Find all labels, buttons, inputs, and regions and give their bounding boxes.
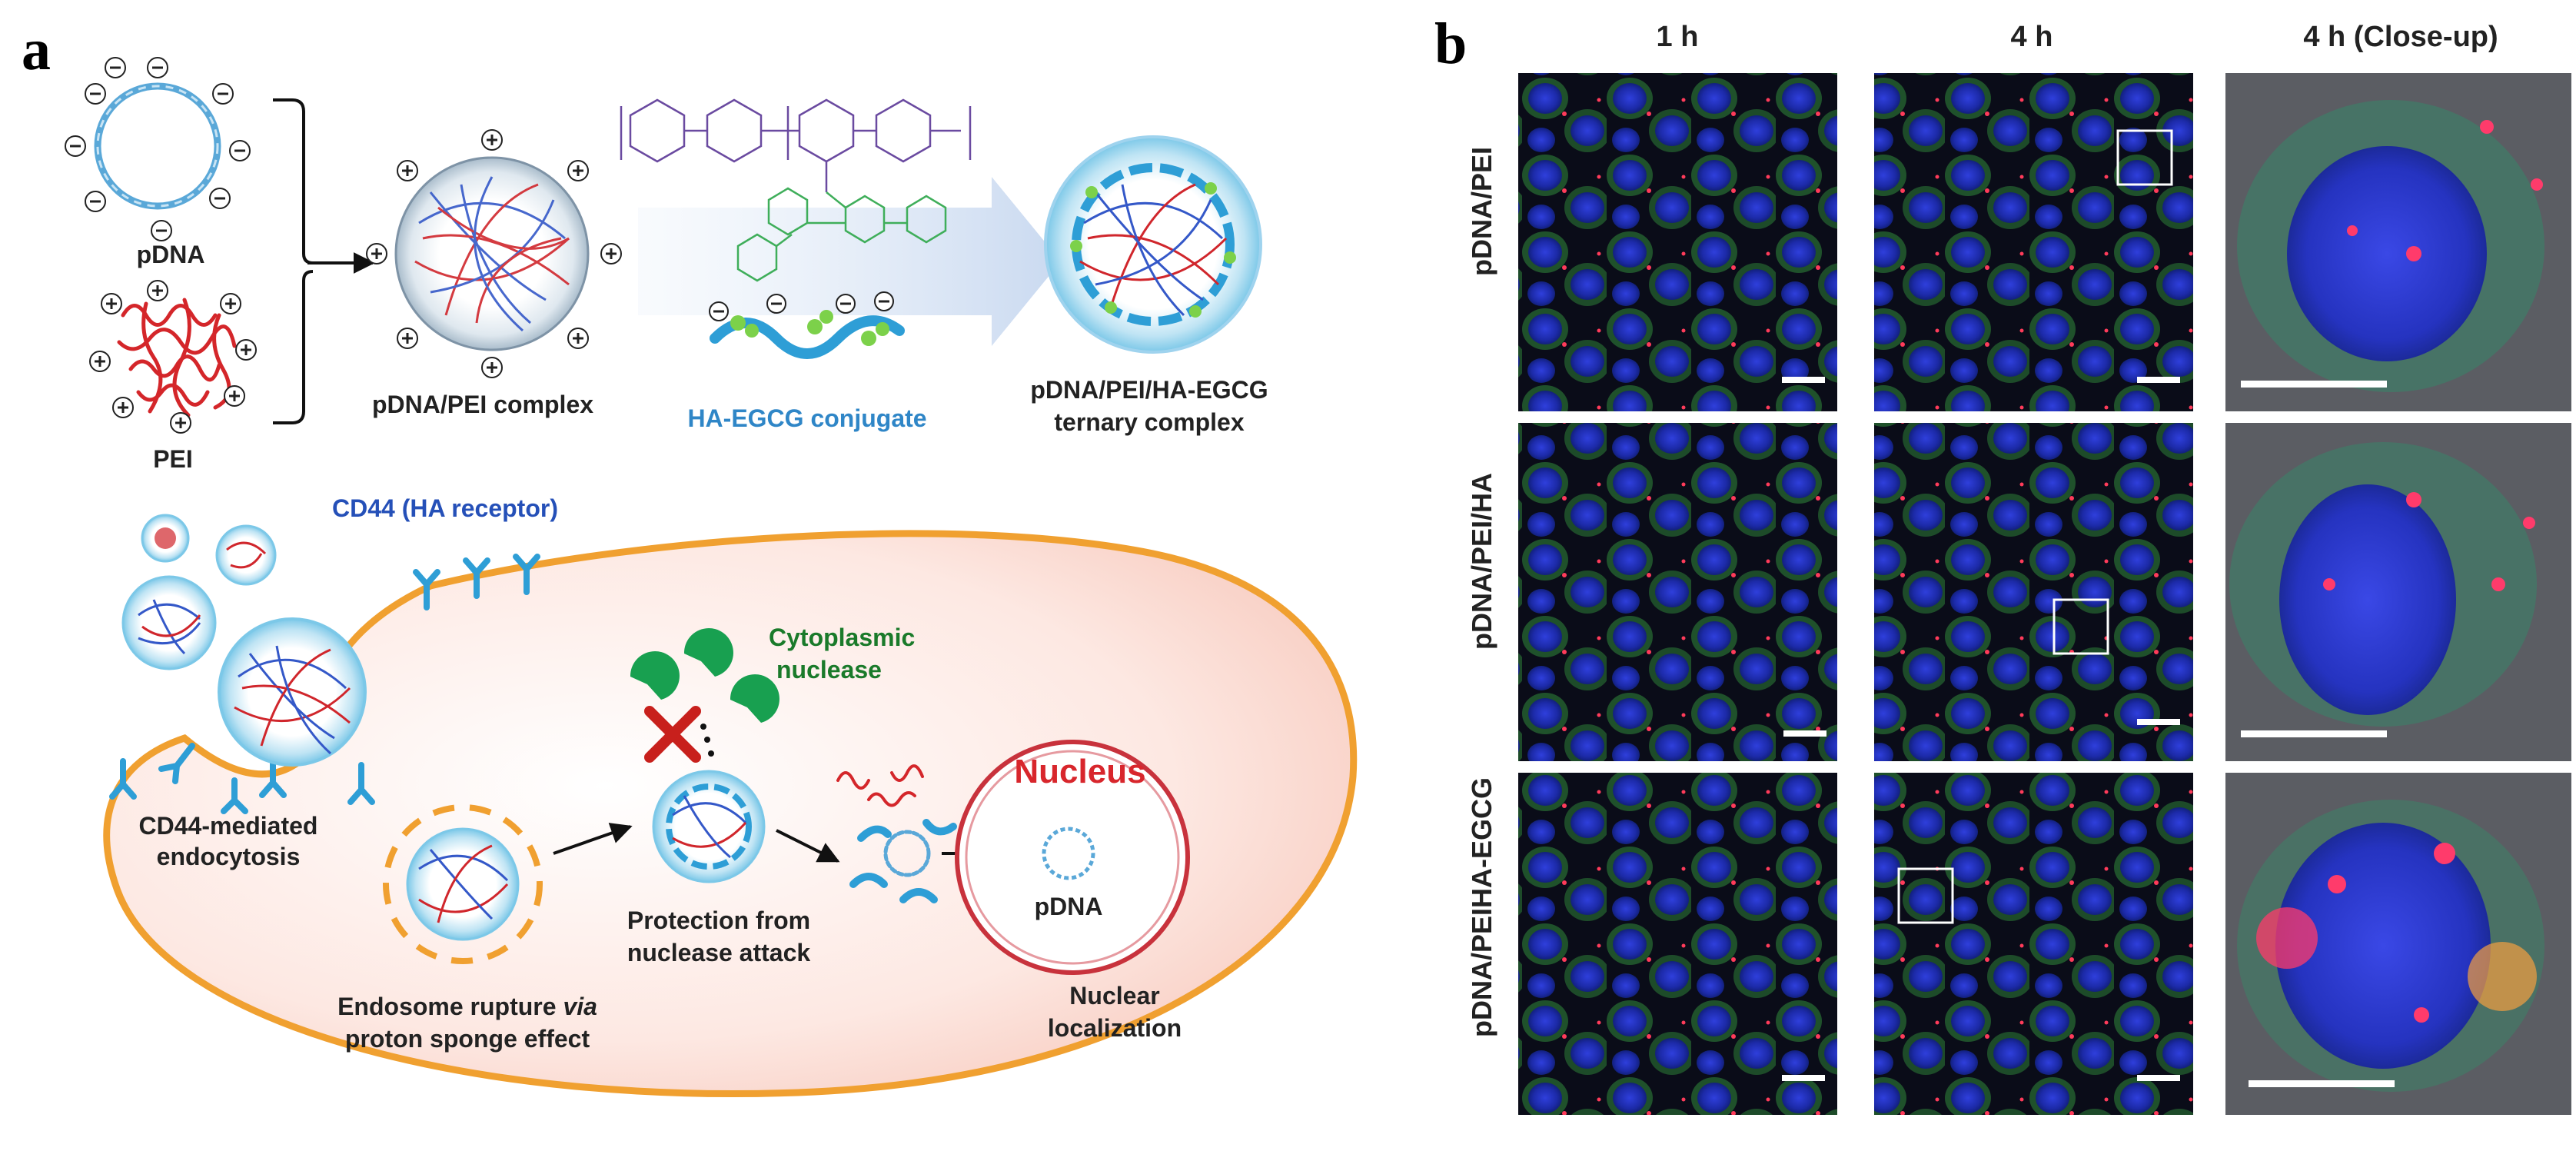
micrograph-row-pdna-pei [1518,73,2571,411]
protected-particle-icon [652,770,766,883]
micrograph-1h-pdna-pei-ha [1518,423,1837,761]
pdna-label: pDNA [137,241,205,268]
merge-bracket-lower [273,270,314,424]
released-pdna-fragments-icon [836,764,957,903]
localization-label-line2: localization [1048,1014,1182,1042]
nuclease-label-line2: nuclease [776,656,882,684]
micrograph-row-pdna-pei-ha [1518,423,2571,761]
complex-positive-signs [371,135,617,373]
merge-bracket [273,98,340,264]
closeup-region-box [1897,867,1954,924]
conjugation-arrow [638,177,1061,346]
cd44-receptor-icons [109,554,540,814]
ternary-label-line2: ternary complex [1054,408,1244,436]
panel-b-letter: b [1434,12,1467,76]
panel-a-letter: a [22,18,51,82]
nucleus-icon [955,740,1190,975]
closeup-region-box [2116,129,2173,186]
scale-bar [1782,377,1825,383]
ha-egcg-conjugate-icon [709,291,905,359]
endocytosed-particle-icon [218,617,367,767]
panel-b: b 1 h 4 h 4 h (Close-up) pDNA/PEI pDNA/P… [1434,12,2571,1115]
closeup-region-box [2052,598,2109,655]
ha-egcg-structure-icon [620,98,972,192]
pdna-negative-charges [65,57,251,241]
pdna-pei-complex-icon [394,156,590,351]
scale-bar [2137,1075,2180,1081]
panel-a: a pDNA [22,18,1358,1098]
row-label-pdna-pei: pDNA/PEI [1466,147,1497,276]
localization-label-line1: Nuclear [1069,982,1159,1010]
column-header-closeup: 4 h (Close-up) [2303,21,2498,53]
micrograph-closeup-pdna-pei-ha [2225,423,2571,761]
micrograph-1h-pdna-pei-ha-egcg [1518,773,1837,1115]
micrograph-4h-pdna-pei-ha-egcg [1874,773,2193,1115]
egcg-structure-icon [736,187,947,282]
micrograph-4h-pdna-pei [1874,73,2193,411]
micrograph-1h-pdna-pei [1518,73,1837,411]
column-header-1h: 1 h [1657,21,1699,53]
scale-bar [1782,1075,1825,1081]
nucleus-label: Nucleus [1014,753,1145,790]
endosome-icon [383,804,543,964]
nucleus-pdna-label: pDNA [1035,893,1103,920]
pdna-plasmid-icon [94,82,221,210]
micrograph-closeup-pdna-pei [2225,73,2571,411]
incoming-particles-icon [121,514,277,670]
pei-polymer-icon [117,298,237,418]
attack-dots-icon [700,724,714,757]
endosome-label-line2: proton sponge effect [345,1025,590,1053]
micrograph-4h-pdna-pei-ha [1874,423,2193,761]
arrow-to-release [776,829,840,863]
endocytosis-label-line1: CD44-mediated [139,812,318,840]
ternary-complex-icon [1044,135,1262,354]
endosome-label-line1: Endosome rupture via [337,993,597,1020]
endocytosis-label-line2: endocytosis [157,843,301,870]
complex-positive-charges [366,129,622,378]
endosome-label-italic: via [563,993,597,1020]
micrograph-row-pdna-pei-ha-egcg [1518,773,2571,1115]
micrograph-closeup-pdna-pei-ha-egcg [2225,773,2571,1115]
cytoplasmic-nuclease-icons [630,628,779,723]
endosome-label-prefix: Endosome rupture [337,993,563,1020]
scale-bar [1783,730,1826,737]
nuclease-label-line1: Cytoplasmic [769,624,915,651]
protection-label-line1: Protection from [627,907,810,934]
ternary-label-line1: pDNA/PEI/HA-EGCG [1030,376,1268,404]
pei-label: PEI [153,445,193,473]
scale-bar [2137,719,2180,725]
blocked-cross-icon [644,706,701,763]
complex-label: pDNA/PEI complex [372,391,593,418]
scale-bar [2137,377,2180,383]
protection-label-line2: nuclease attack [627,939,811,966]
arrow-to-protected [553,823,633,855]
conjugate-label: HA-EGCG conjugate [687,404,926,432]
pei-positive-signs [95,285,251,428]
column-header-4h: 4 h [2011,21,2053,53]
cd44-label: CD44 (HA receptor) [332,494,558,522]
row-label-pdna-pei-ha-egcg: pDNA/PEIHA-EGCG [1466,777,1497,1037]
row-label-pdna-pei-ha: pDNA/PEI/HA [1466,473,1497,650]
